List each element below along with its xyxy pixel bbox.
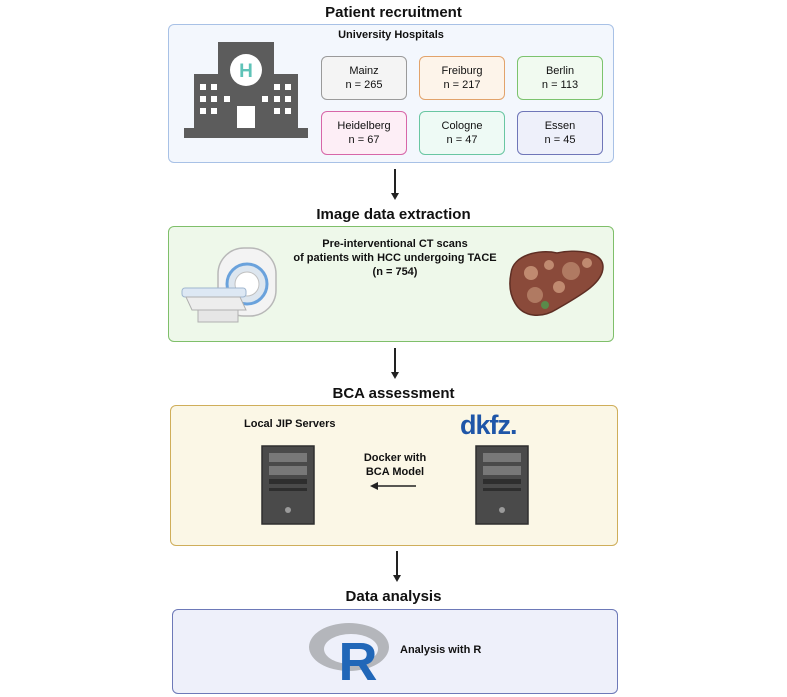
hospital-building-icon: H (184, 42, 308, 138)
hospital-count: n = 45 (544, 134, 576, 146)
docker-arrow-left (370, 482, 416, 490)
hospital-box-freiburg: Freiburg n = 217 (419, 56, 505, 100)
arrow-3-head (393, 575, 401, 582)
dkfz-logo: dkfz. (460, 410, 518, 440)
hospital-name: Heidelberg (337, 120, 391, 132)
arrow-3-line (396, 551, 398, 575)
arrow-1-head (391, 193, 399, 200)
hospital-name: Cologne (441, 120, 483, 132)
ct-scans-count: (n = 754) (372, 266, 418, 278)
section-title-extraction: Image data extraction (316, 206, 471, 223)
hospital-name: Freiburg (441, 65, 483, 77)
hospital-count: n = 217 (443, 79, 481, 91)
server-tower-icon-left (261, 445, 315, 525)
ct-scanner-icon (181, 247, 277, 323)
hospital-name: Berlin (545, 65, 575, 77)
docker-label-line2: BCA Model (365, 466, 425, 478)
hospital-count: n = 113 (541, 79, 579, 91)
arrow-2-head (391, 372, 399, 379)
hospital-count: n = 67 (348, 134, 380, 146)
hospital-box-essen: Essen n = 45 (517, 111, 603, 155)
arrow-2-line (394, 348, 396, 372)
arrow-1-line (394, 169, 396, 193)
liver-icon (509, 250, 604, 316)
hospital-box-berlin: Berlin n = 113 (517, 56, 603, 100)
docker-label-line1: Docker with (363, 452, 427, 464)
section-title-recruitment: Patient recruitment (325, 4, 462, 21)
ct-scans-label-line2: of patients with HCC undergoing TACE (293, 252, 497, 264)
analysis-panel (172, 609, 618, 694)
r-logo-letter: R (339, 632, 378, 682)
hospital-h-letter: H (239, 61, 253, 82)
hospital-box-heidelberg: Heidelberg n = 67 (321, 111, 407, 155)
hospital-name: Essen (544, 120, 576, 132)
local-jip-servers-label: Local JIP Servers (244, 418, 336, 430)
section-title-bca: BCA assessment (332, 385, 455, 402)
hospital-count: n = 265 (345, 79, 383, 91)
server-tower-icon-right (475, 445, 529, 525)
hospital-count: n = 47 (446, 134, 478, 146)
hospital-box-mainz: Mainz n = 265 (321, 56, 407, 100)
analysis-with-r-label: Analysis with R (400, 644, 482, 656)
hospital-box-cologne: Cologne n = 47 (419, 111, 505, 155)
hospitals-heading: University Hospitals (338, 29, 444, 41)
ct-scans-label-line1: Pre-interventional CT scans (322, 238, 468, 250)
bca-panel (170, 405, 618, 546)
r-logo-icon: R (309, 623, 389, 682)
section-title-analysis: Data analysis (345, 588, 442, 605)
hospital-name: Mainz (349, 65, 379, 77)
